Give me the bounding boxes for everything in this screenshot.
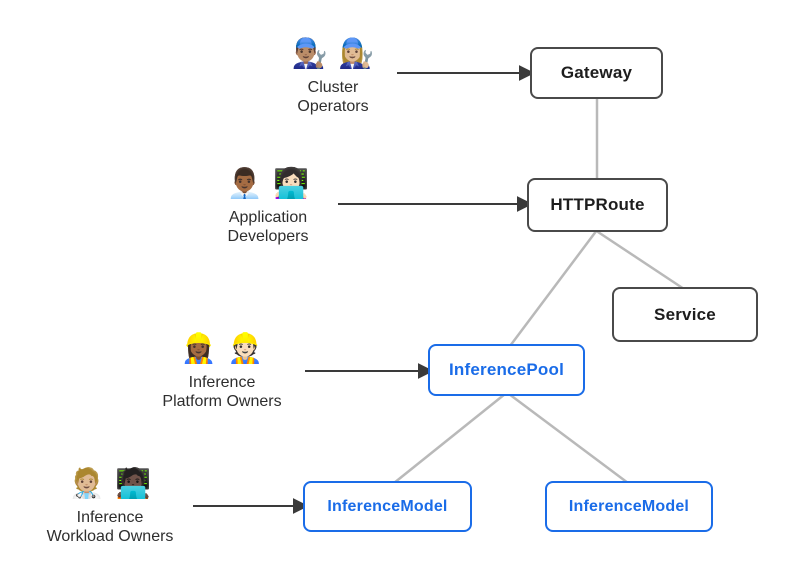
persona-label: Cluster Operators — [253, 78, 413, 116]
persona-inference-workload-owners: 🧑🏼‍⚕️ 🧑🏿‍💻 Inference Workload Owners — [20, 466, 200, 546]
persona-label-line: Workload Owners — [46, 528, 174, 545]
man-mechanic-icon: 👨🏽‍🔧 — [291, 38, 328, 70]
technologist-icon: 🧑🏿‍💻 — [115, 468, 152, 500]
persona-inference-platform-owners: 👷🏾‍♀️ 👷🏻 Inference Platform Owners — [132, 331, 312, 411]
persona-label-line: Developers — [227, 228, 309, 245]
node-inferencemodel-2: InferenceModel — [545, 481, 713, 532]
node-inferencepool: InferencePool — [428, 344, 585, 396]
persona-label-line: Cluster — [307, 79, 359, 96]
persona-label-line: Inference — [188, 374, 256, 391]
persona-label-line: Application — [228, 209, 308, 226]
persona-application-developers: 👨🏾‍💼 👩🏻‍💻 Application Developers — [188, 166, 348, 246]
edge-httproute-service — [594, 228, 685, 291]
edge-httproute-inferencepool — [509, 229, 598, 347]
persona-label-line: Platform Owners — [162, 393, 282, 410]
workload-owners-emoji: 🧑🏼‍⚕️ 🧑🏿‍💻 — [20, 466, 200, 502]
health-worker-icon: 🧑🏼‍⚕️ — [68, 468, 105, 500]
man-office-worker-icon: 👨🏾‍💼 — [226, 168, 263, 200]
man-construction-worker-icon: 👷🏻 — [227, 333, 264, 365]
persona-label: Inference Platform Owners — [132, 373, 312, 411]
persona-label-line: Operators — [297, 98, 369, 115]
woman-technologist-icon: 👩🏻‍💻 — [273, 168, 310, 200]
node-gateway: Gateway — [530, 47, 663, 99]
node-inferencemodel-1: InferenceModel — [303, 481, 472, 532]
node-httproute: HTTPRoute — [527, 178, 668, 232]
woman-mechanic-icon: 👩🏼‍🔧 — [338, 38, 375, 70]
woman-construction-worker-icon: 👷🏾‍♀️ — [180, 333, 217, 365]
edge-inferencepool-inferencemodel-2 — [508, 392, 629, 485]
persona-label-line: Inference — [76, 509, 144, 526]
node-service: Service — [612, 287, 758, 342]
application-developers-emoji: 👨🏾‍💼 👩🏻‍💻 — [188, 166, 348, 202]
persona-label: Application Developers — [188, 208, 348, 246]
persona-cluster-operators: 👨🏽‍🔧 👩🏼‍🔧 Cluster Operators — [253, 36, 413, 116]
cluster-operators-emoji: 👨🏽‍🔧 👩🏼‍🔧 — [253, 36, 413, 72]
platform-owners-emoji: 👷🏾‍♀️ 👷🏻 — [132, 331, 312, 367]
edge-inferencepool-inferencemodel-1 — [393, 393, 506, 484]
persona-label: Inference Workload Owners — [20, 508, 200, 546]
